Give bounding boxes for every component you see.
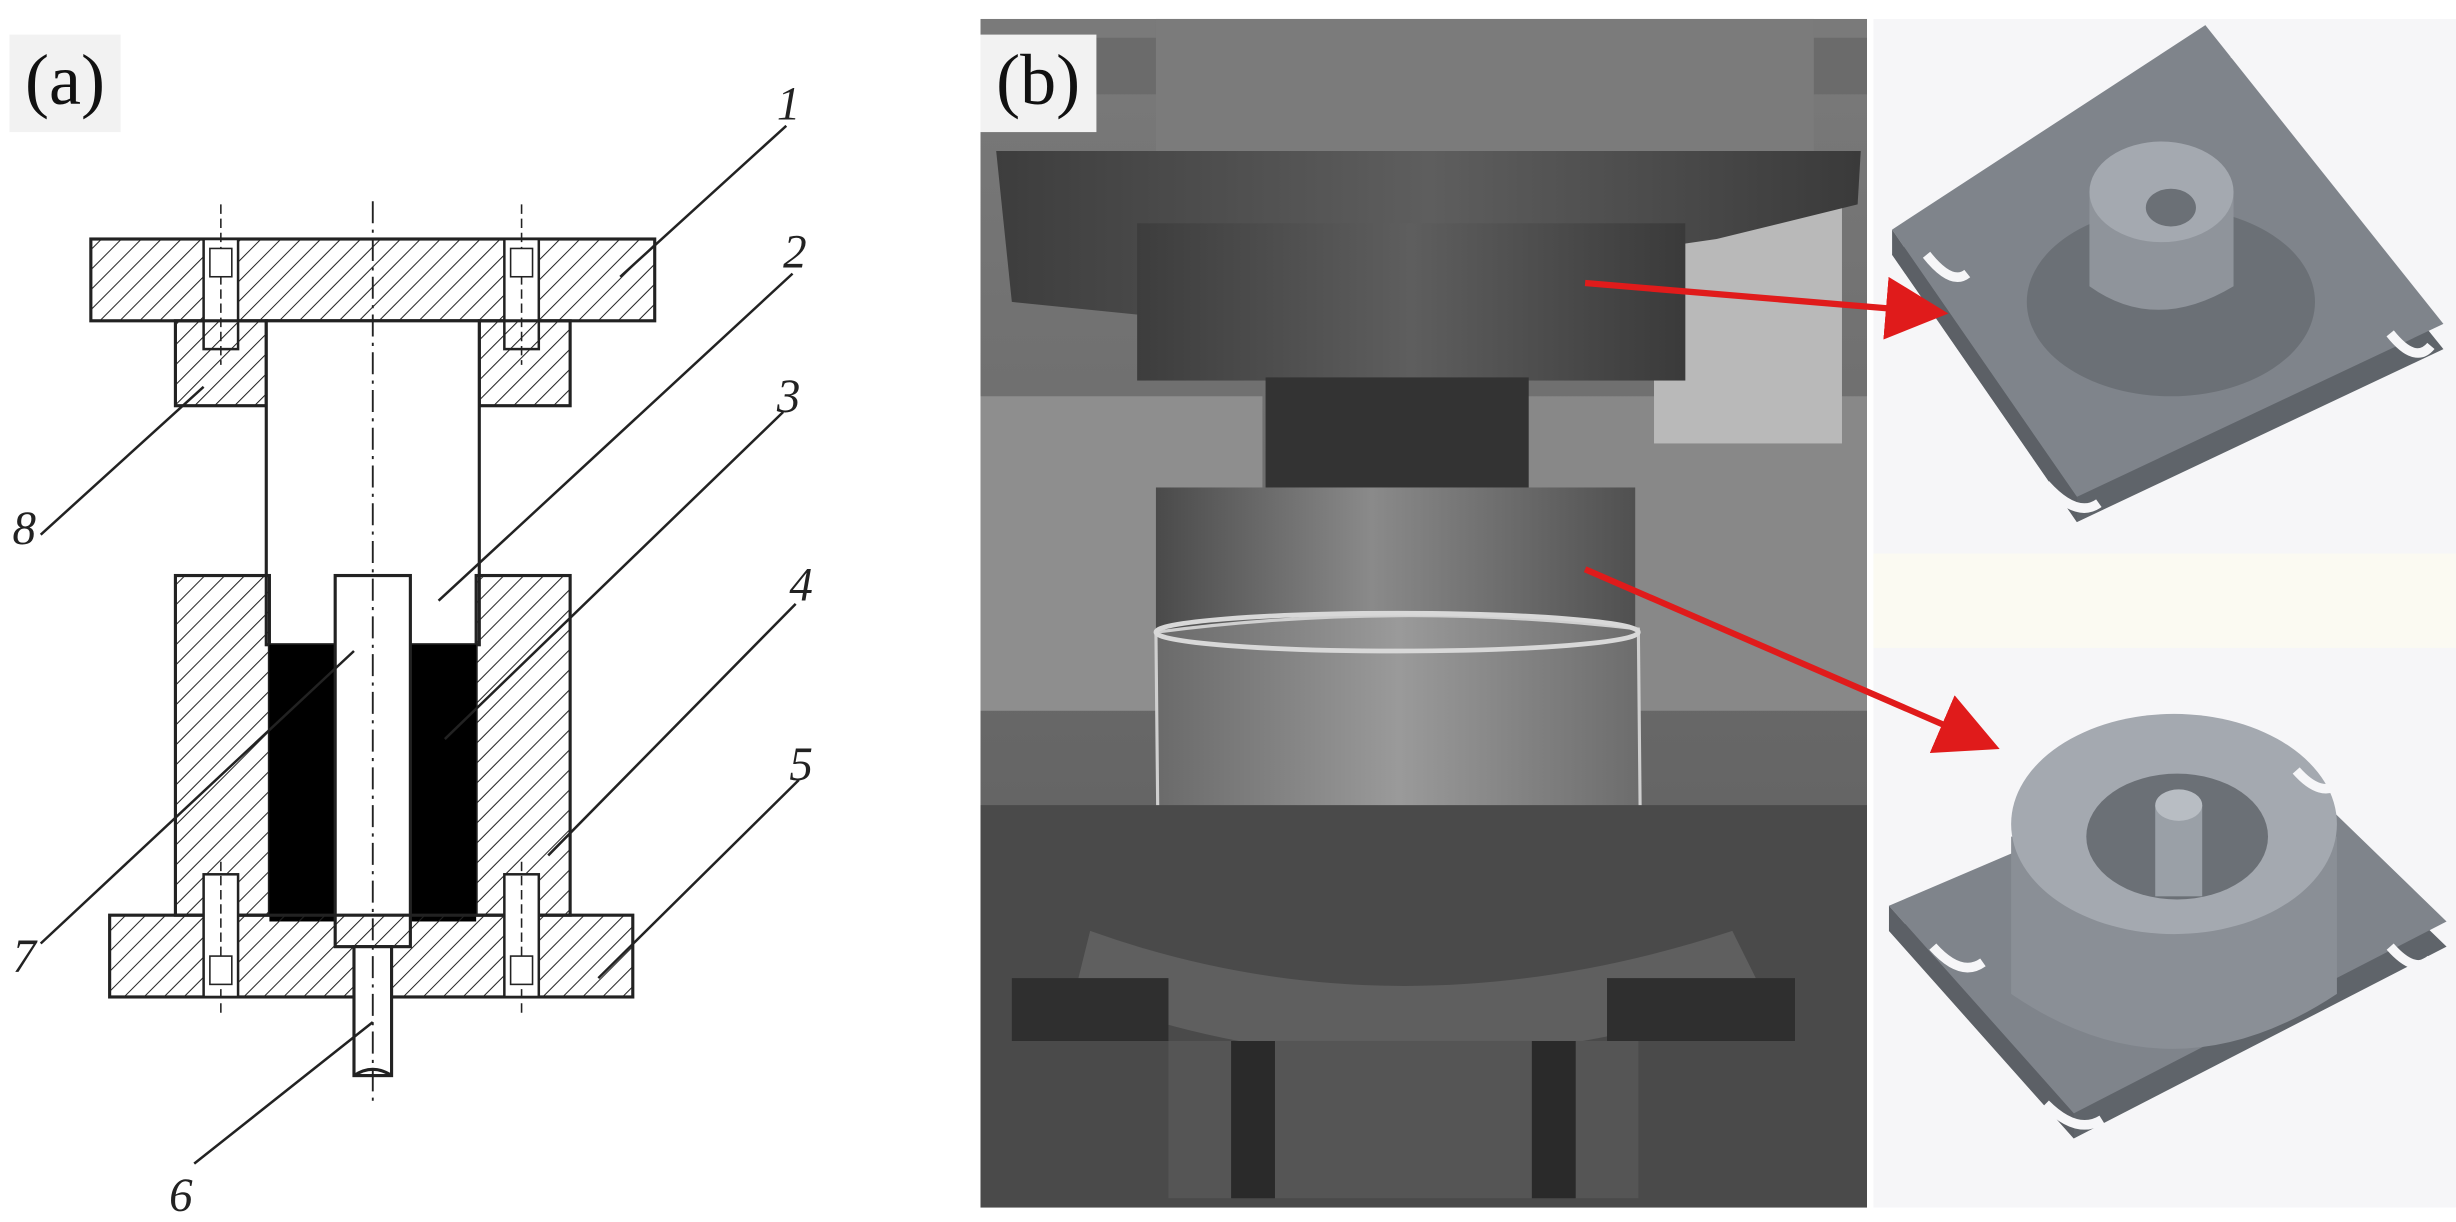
leader-line-7 bbox=[39, 650, 355, 945]
leader-line-5 bbox=[597, 779, 800, 979]
die-renders bbox=[1873, 18, 2456, 1208]
part-number-8: 8 bbox=[13, 503, 37, 555]
press-photo bbox=[980, 18, 1868, 1208]
lower-die-render bbox=[1888, 713, 2447, 1139]
right-punch-flange bbox=[477, 319, 572, 408]
left-punch-flange bbox=[173, 319, 268, 408]
right-rubber-pad bbox=[410, 644, 477, 922]
leader-line-1 bbox=[619, 124, 788, 278]
part-number-4: 4 bbox=[789, 560, 813, 612]
part-number-3: 3 bbox=[776, 371, 800, 423]
arrow-to-lower-render bbox=[1583, 566, 2000, 753]
part-number-5: 5 bbox=[789, 739, 813, 791]
part-number-7: 7 bbox=[13, 931, 39, 983]
leader-line-2 bbox=[437, 272, 794, 602]
leader-line-3 bbox=[443, 411, 785, 740]
panel-label-b: (b) bbox=[980, 34, 1096, 133]
punch-shaft bbox=[1265, 377, 1529, 501]
press-photo-panel: (b) bbox=[980, 18, 1868, 1208]
press-head-block bbox=[1155, 18, 1814, 161]
part-number-1: 1 bbox=[777, 78, 801, 130]
cross-section-drawing-panel: 1 2 3 4 5 6 7 8 (a) bbox=[0, 0, 971, 1222]
cross-section-drawing: 1 2 3 4 5 6 7 8 bbox=[13, 78, 813, 1221]
bottom-right-bolt bbox=[503, 861, 541, 1016]
leader-line-6 bbox=[193, 1021, 374, 1165]
leader-line-4 bbox=[547, 602, 797, 857]
left-rubber-pad bbox=[269, 644, 336, 922]
part-number-6: 6 bbox=[169, 1170, 193, 1214]
upper-die-render bbox=[1892, 25, 2444, 523]
part-number-2: 2 bbox=[783, 226, 807, 278]
panel-label-a: (a) bbox=[9, 34, 121, 133]
leader-line-8 bbox=[39, 385, 205, 536]
upper-die bbox=[1137, 223, 1686, 381]
arrow-to-upper-render bbox=[1584, 276, 1949, 340]
die-renders-panel bbox=[1873, 18, 2456, 1208]
bottom-left-bolt bbox=[202, 861, 240, 1016]
